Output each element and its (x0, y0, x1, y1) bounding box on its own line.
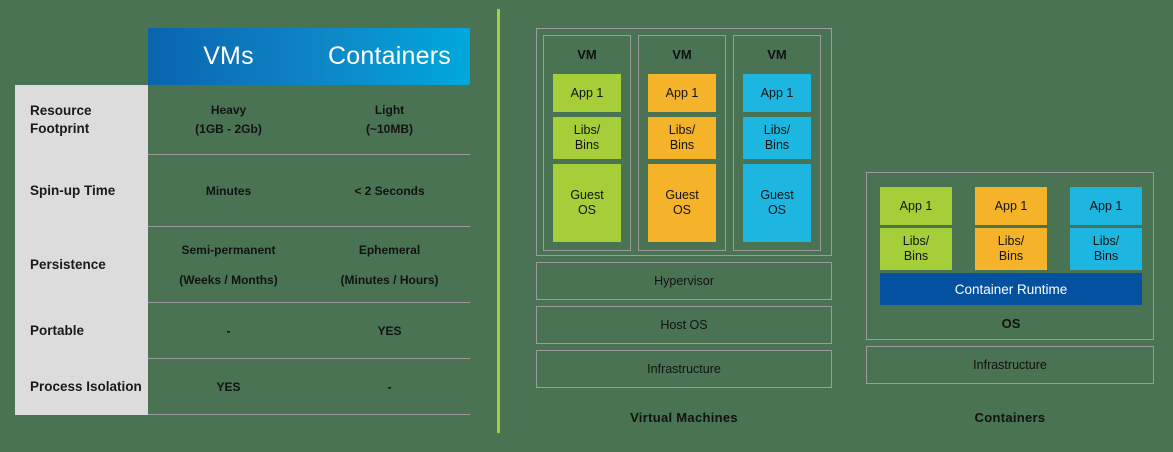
cell-line-1: Minutes (205, 183, 252, 198)
container-libs-bins-box: Libs/Bins (1070, 228, 1142, 270)
table-row: Spin-up Time Minutes < 2 Seconds (15, 155, 470, 227)
row-values: Heavy (1GB - 2Gb) Light (~10MB) (148, 85, 470, 155)
vm-stack-caption: Virtual Machines (630, 410, 738, 425)
table-row: Resource Footprint Heavy (1GB - 2Gb) Lig… (15, 85, 470, 155)
cell-line-1: Heavy (210, 103, 247, 118)
container-app-box: App 1 (1070, 187, 1142, 225)
cell-vms-process-isolation: YES (148, 359, 309, 415)
container-libs-bins-box: Libs/Bins (880, 228, 952, 270)
container-runtime-bar: Container Runtime (880, 273, 1142, 305)
table-row: Persistence Semi-permanent (Weeks / Mont… (15, 227, 470, 303)
vm-app-box: App 1 (553, 74, 621, 112)
cell-vms-portable: - (148, 303, 309, 359)
containers-stack-caption: Containers (974, 410, 1046, 425)
vm-column-title: VM (672, 47, 692, 62)
vm-container-comparison-table: VMs Containers Resource Footprint Heavy … (15, 28, 470, 428)
cell-line-2: (Minutes / Hours) (340, 273, 439, 287)
cell-line-2: (~10MB) (365, 122, 413, 136)
cell-line-1: < 2 Seconds (354, 183, 425, 198)
container-app-box: App 1 (975, 187, 1047, 225)
cell-line-2: (1GB - 2Gb) (195, 122, 262, 136)
cell-line-2: (Weeks / Months) (179, 273, 278, 287)
cell-vms-resource-footprint: Heavy (1GB - 2Gb) (148, 85, 309, 155)
vm-libs-bins-box: Libs/Bins (648, 117, 716, 159)
containers-diagram: App 1 Libs/Bins App 1 Libs/Bins App 1 Li… (866, 172, 1154, 434)
cell-line-1: YES (377, 323, 402, 338)
vm-column-title: VM (577, 47, 597, 62)
row-label-portable: Portable (15, 303, 148, 359)
cell-containers-resource-footprint: Light (~10MB) (309, 85, 470, 155)
vm-layer-host-os: Host OS (536, 306, 832, 344)
containers-outer-frame: App 1 Libs/Bins App 1 Libs/Bins App 1 Li… (866, 172, 1154, 340)
vm-app-box: App 1 (648, 74, 716, 112)
vm-layer-infrastructure: Infrastructure (536, 350, 832, 388)
cell-vms-persistence: Semi-permanent (Weeks / Months) (148, 227, 309, 303)
cell-line-1: Ephemeral (358, 243, 421, 257)
row-values: YES - (148, 359, 470, 415)
cell-containers-portable: YES (309, 303, 470, 359)
cell-containers-persistence: Ephemeral (Minutes / Hours) (309, 227, 470, 303)
row-label-resource-footprint: Resource Footprint (15, 85, 148, 155)
row-label-spin-up-time: Spin-up Time (15, 155, 148, 227)
vm-libs-bins-box: Libs/Bins (553, 117, 621, 159)
table-header-containers: Containers (328, 42, 451, 70)
vertical-divider (497, 9, 500, 433)
table-header-vms: VMs (203, 42, 254, 70)
row-values: Minutes < 2 Seconds (148, 155, 470, 227)
container-libs-bins-box: Libs/Bins (975, 228, 1047, 270)
vm-column-title: VM (767, 47, 787, 62)
container-os-label: OS (1001, 315, 1021, 331)
container-app-box: App 1 (880, 187, 952, 225)
table-header-row: VMs Containers (148, 28, 470, 85)
vm-layer-hypervisor: Hypervisor (536, 262, 832, 300)
cell-vms-spin-up-time: Minutes (148, 155, 309, 227)
cell-line-1: Light (374, 103, 405, 118)
vm-libs-bins-box: Libs/Bins (743, 117, 811, 159)
vm-app-box: App 1 (743, 74, 811, 112)
cell-line-1: - (226, 323, 231, 338)
table-body: Resource Footprint Heavy (1GB - 2Gb) Lig… (15, 85, 470, 415)
cell-containers-process-isolation: - (309, 359, 470, 415)
row-label-persistence: Persistence (15, 227, 148, 303)
cell-line-1: Semi-permanent (181, 243, 276, 257)
cell-line-1: YES (216, 379, 241, 394)
table-row: Process Isolation YES - (15, 359, 470, 415)
cell-containers-spin-up-time: < 2 Seconds (309, 155, 470, 227)
cell-line-1: - (387, 379, 392, 394)
row-values: - YES (148, 303, 470, 359)
row-label-process-isolation: Process Isolation (15, 359, 148, 415)
container-layer-infrastructure: Infrastructure (866, 346, 1154, 384)
row-values: Semi-permanent (Weeks / Months) Ephemera… (148, 227, 470, 303)
table-row: Portable - YES (15, 303, 470, 359)
